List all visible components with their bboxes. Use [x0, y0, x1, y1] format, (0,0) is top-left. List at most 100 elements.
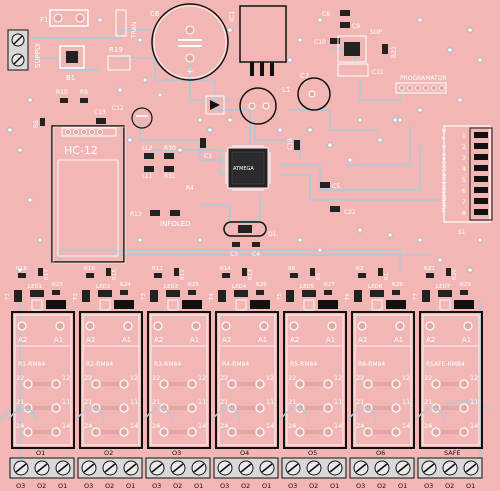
contact-pin-label: 22	[220, 374, 228, 382]
transistor-ref: T6	[345, 293, 351, 301]
supply-terminal: SUPPLY	[7, 29, 42, 71]
c11-ref: C11	[372, 69, 384, 76]
contact-pin-label: 11	[130, 398, 138, 406]
caps-c1-c19-c5: C1 C19 C5 R4	[186, 138, 340, 192]
dip-switch-lever[interactable]	[474, 154, 488, 160]
dip-number: 1	[462, 133, 466, 140]
dip-switch-lever[interactable]	[474, 187, 488, 193]
via	[357, 227, 363, 233]
via	[477, 57, 483, 63]
output-label: O2	[104, 449, 113, 457]
dip-switch-lever[interactable]	[474, 165, 488, 171]
via	[17, 147, 23, 153]
resistor-ref: R16	[84, 266, 95, 272]
output-label: O6	[376, 449, 385, 457]
terminal-label: O3	[424, 482, 433, 490]
resistor-ref: R6	[288, 266, 296, 272]
inductor-l1: L1	[239, 86, 290, 125]
programator-label: PROGRAMATOR	[400, 75, 447, 82]
terminal-label: O2	[445, 482, 454, 490]
via	[417, 237, 423, 243]
coil-pin-a1: A1	[54, 336, 63, 344]
coil-pin-a2: A2	[290, 336, 299, 344]
via	[397, 117, 403, 123]
relay-name: R3-RM84	[154, 361, 181, 368]
via	[317, 17, 323, 23]
coil-pin-a2: A2	[222, 336, 231, 344]
capacitors-c13-c12: C13 C12	[94, 105, 153, 129]
via	[207, 127, 213, 133]
infoled-area: C22 R13 INFOLED	[130, 206, 356, 228]
contact-pin-label: 21	[152, 398, 160, 406]
coil-pin-a1: A1	[326, 336, 335, 344]
contact-pin-label: 12	[130, 374, 138, 382]
via	[227, 117, 233, 123]
c1-ref: C1	[204, 153, 212, 160]
dip-label: M3	[442, 187, 448, 196]
via	[27, 197, 33, 203]
contact-pin-label: 11	[266, 398, 274, 406]
c13-ref: C13	[94, 109, 106, 116]
resistor-ref: R5	[316, 272, 322, 280]
dip-switch-lever[interactable]	[474, 209, 488, 215]
resistor-ref: R12	[180, 269, 186, 280]
dip-number: 5	[462, 177, 466, 184]
led-ref: LED1	[28, 284, 42, 290]
terminal-label: O2	[241, 482, 250, 490]
dip-switch-lever[interactable]	[474, 176, 488, 182]
via	[27, 97, 33, 103]
crystal-q1: Q1 C3 C4	[223, 221, 277, 258]
output-label: O3	[172, 449, 181, 457]
via	[307, 127, 313, 133]
coil-pin-a1: A1	[190, 336, 199, 344]
c12-ref: C12	[112, 105, 124, 112]
dip-switch-lever[interactable]	[474, 132, 488, 138]
vias	[7, 17, 483, 273]
bridge-b1: B1	[59, 45, 85, 82]
c6-ref: C6	[150, 10, 160, 18]
via	[377, 137, 383, 143]
terminal-label: O2	[173, 482, 182, 490]
r8-ref: R8	[33, 120, 40, 128]
contact-pin-label: 14	[334, 422, 342, 430]
resistor-ref: R13	[248, 269, 254, 280]
c7-ref: C7	[300, 72, 309, 80]
contact-pin-label: 12	[470, 374, 478, 382]
via	[142, 77, 148, 83]
terminal-label: O2	[377, 482, 386, 490]
fuse-f1: F1	[40, 9, 89, 27]
via	[467, 267, 473, 273]
via	[477, 237, 483, 243]
via	[177, 147, 183, 153]
via	[287, 57, 293, 63]
supervisor-sup: SUP R22	[337, 29, 398, 63]
via	[7, 127, 13, 133]
dip-label: S4	[442, 157, 448, 164]
caps-c8-c9-c10: C8 C9 C10	[314, 10, 360, 46]
via	[137, 237, 143, 243]
l1-ref: L1	[282, 86, 290, 94]
via	[417, 17, 423, 23]
dip-number: 7	[462, 199, 466, 206]
contact-pin-label: 24	[152, 422, 160, 430]
mcu-label: ATMEGA	[233, 166, 254, 172]
c10-ref: C10	[314, 39, 326, 46]
contact-pin-label: 11	[62, 398, 70, 406]
dip-number: 2	[462, 144, 466, 151]
dip-switch-lever[interactable]	[474, 143, 488, 149]
terminal-block: O3 O2 O1	[417, 457, 483, 490]
r22-ref: R22	[391, 46, 398, 58]
contact-pin-label: 24	[356, 422, 364, 430]
via	[447, 47, 453, 53]
dip-label: 6	[442, 144, 448, 148]
terminal-label: O1	[466, 482, 475, 490]
dip-switch-lever[interactable]	[474, 198, 488, 204]
